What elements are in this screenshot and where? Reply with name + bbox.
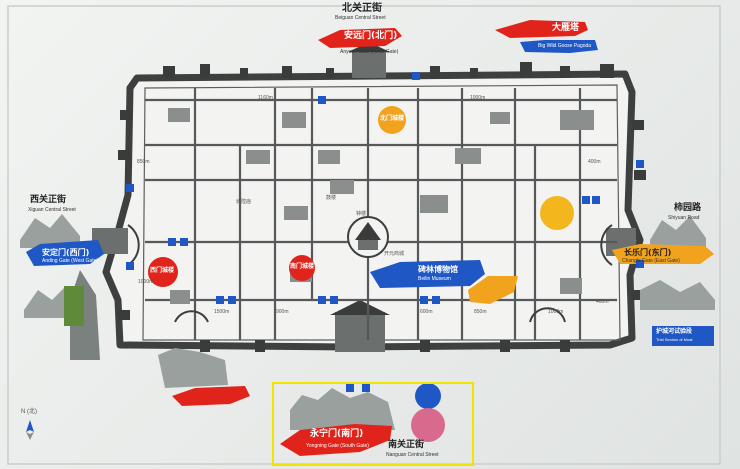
- east-gate-en: Changle Gate (East Gate): [622, 258, 680, 264]
- east-scenery: [640, 216, 715, 310]
- distance-label: 1000m: [548, 309, 564, 315]
- distance-label: 600m: [420, 309, 433, 315]
- distance-label: 1000m: [470, 95, 486, 101]
- north-tower-label: 北门城楼: [380, 115, 405, 122]
- pink-circle-south: [411, 408, 445, 442]
- southwest-red-brush: [172, 386, 250, 406]
- inner-wall: [142, 84, 621, 341]
- west-tower-circle: [148, 257, 178, 287]
- south-gate-label: 永宁门(南门): [310, 429, 364, 439]
- compass-label: N (北): [21, 409, 37, 415]
- west-tower-label: 西门城楼: [150, 267, 175, 274]
- distance-label: 850m: [137, 159, 150, 165]
- highlight-box: [272, 382, 474, 466]
- compass-icon: [26, 420, 34, 440]
- distance-label: 900m: [276, 309, 289, 315]
- south-tower-label: 南门城楼: [290, 263, 315, 270]
- west-gate-en: Anding Gate (West Gate): [42, 258, 99, 264]
- south-red-brush: [280, 424, 392, 456]
- dayan-en: Big Wild Goose Pagoda: [538, 43, 592, 49]
- dayan-label: 大雁塔: [552, 23, 580, 33]
- distance-label: 1000m: [138, 279, 154, 285]
- south-street-en: Nanguan Central Street: [386, 452, 439, 458]
- city-god-label: 城隍庙: [236, 199, 252, 205]
- dayan-blue-brush: [520, 40, 598, 53]
- east-road-en: Shiyuan Road: [668, 215, 700, 221]
- south-gate-en: Yongning Gate (South Gate): [306, 443, 369, 449]
- service-icons: [126, 72, 644, 392]
- distance-label: 850m: [474, 309, 487, 315]
- north-tower-circle: [378, 106, 406, 134]
- north-gate-en: Anyuan Gate (North Gate): [340, 49, 399, 55]
- drum-tower-label: 鼓楼: [326, 195, 337, 201]
- battlements: [118, 62, 646, 352]
- south-tower-circle: [289, 255, 315, 281]
- west-blue-brush: [26, 240, 104, 266]
- distance-label: 1500m: [214, 309, 230, 315]
- distance-label: 460m: [596, 299, 609, 305]
- east-road-label: 柿园路: [674, 203, 702, 213]
- yellow-circle: [540, 196, 574, 230]
- east-orange-brush: [612, 244, 714, 264]
- kaiyuan-label: 开元商城: [384, 251, 405, 257]
- west-street-label: 西关正街: [30, 195, 67, 205]
- moat-blue-tag: [652, 326, 714, 346]
- distance-label: 400m: [588, 159, 601, 165]
- orange-brush-small: [468, 276, 518, 304]
- west-gate-label: 安定门(西门): [42, 248, 90, 257]
- blue-circle-south: [415, 383, 441, 409]
- east-gate-label: 长乐门(东门): [624, 248, 672, 257]
- north-street-label: 北关正街: [342, 3, 382, 14]
- moat-label: 护城河试验段: [656, 328, 693, 335]
- moat-en: Trial Section of Moat: [656, 337, 693, 342]
- building-sketches: [168, 108, 594, 304]
- beilin-en: Beilin Museum: [418, 276, 451, 282]
- west-scenery: [20, 214, 100, 360]
- south-street-label: 南关正街: [388, 440, 425, 450]
- beilin-blue-brush: [370, 260, 485, 288]
- north-gate-label: 安远门(北门): [344, 31, 398, 41]
- beilin-label: 碑林博物馆: [418, 265, 458, 274]
- distance-label: 1160m: [258, 95, 273, 101]
- west-street-en: Xiguan Central Street: [28, 207, 76, 213]
- dayan-red-brush: [495, 20, 588, 38]
- south-scenery: [158, 348, 395, 430]
- north-street-en: Beiguan Central Street: [335, 15, 386, 21]
- west-green-tag: [64, 286, 84, 326]
- north-red-brush: [318, 28, 402, 48]
- bell-tower-label: 钟楼: [356, 211, 367, 217]
- south-gate-building: [335, 312, 385, 352]
- north-gate-building: [352, 50, 386, 78]
